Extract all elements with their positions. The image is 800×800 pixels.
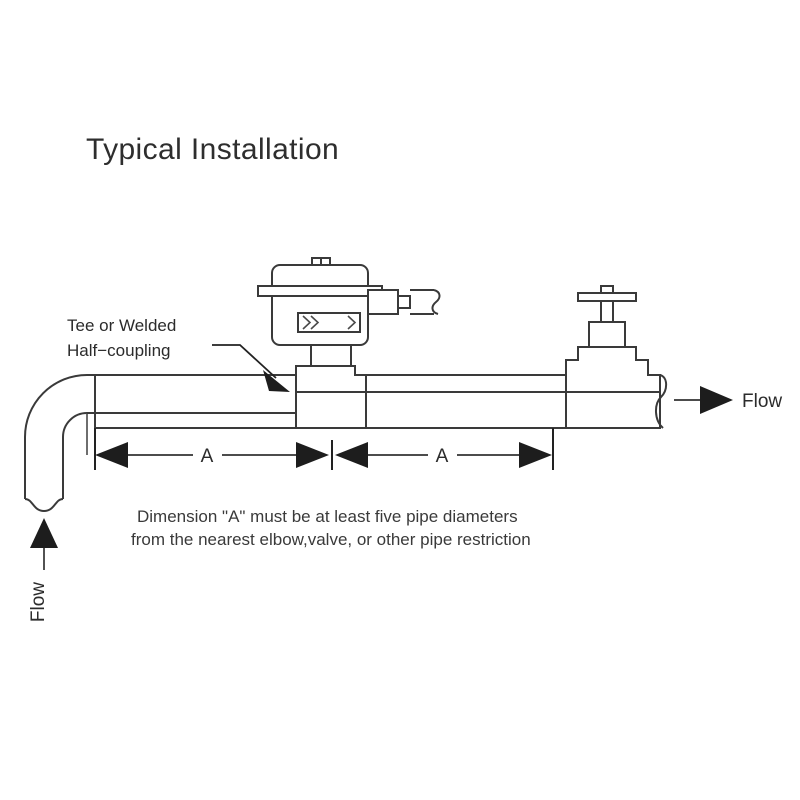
caption-line-1: Dimension "A" must be at least five pipe… bbox=[137, 507, 518, 526]
dimension-extension-ticks bbox=[94, 428, 554, 470]
conduit-connector bbox=[367, 289, 411, 315]
pipe-break-line-outlet bbox=[655, 374, 668, 429]
caption-line-2: from the nearest elbow,valve, or other p… bbox=[131, 530, 531, 549]
dimension-line-right bbox=[335, 442, 552, 468]
gate-valve bbox=[565, 285, 661, 429]
flow-arrow-outlet bbox=[674, 386, 733, 414]
pipe-elbow-90 bbox=[24, 374, 95, 499]
pipe-run-right bbox=[366, 374, 566, 429]
flow-label-outlet: Flow bbox=[742, 391, 782, 412]
flow-label-inlet: Flow bbox=[28, 582, 49, 622]
tee-callout-line1: Tee or Welded bbox=[67, 316, 176, 335]
dimension-label-left: A bbox=[201, 446, 214, 467]
page-title: Typical Installation bbox=[86, 133, 339, 166]
dimension-label-right: A bbox=[436, 446, 449, 467]
tee-fitting bbox=[295, 365, 367, 429]
pipe-run-left bbox=[87, 374, 296, 429]
dimension-line-left bbox=[95, 442, 329, 468]
tee-callout-leader bbox=[212, 344, 290, 392]
cable-stub bbox=[410, 289, 441, 315]
pipe-break-line-inlet bbox=[24, 498, 64, 513]
nameplate-chevrons bbox=[297, 312, 361, 333]
tee-callout-line2: Half−coupling bbox=[67, 341, 171, 360]
flow-arrow-inlet bbox=[30, 518, 58, 570]
